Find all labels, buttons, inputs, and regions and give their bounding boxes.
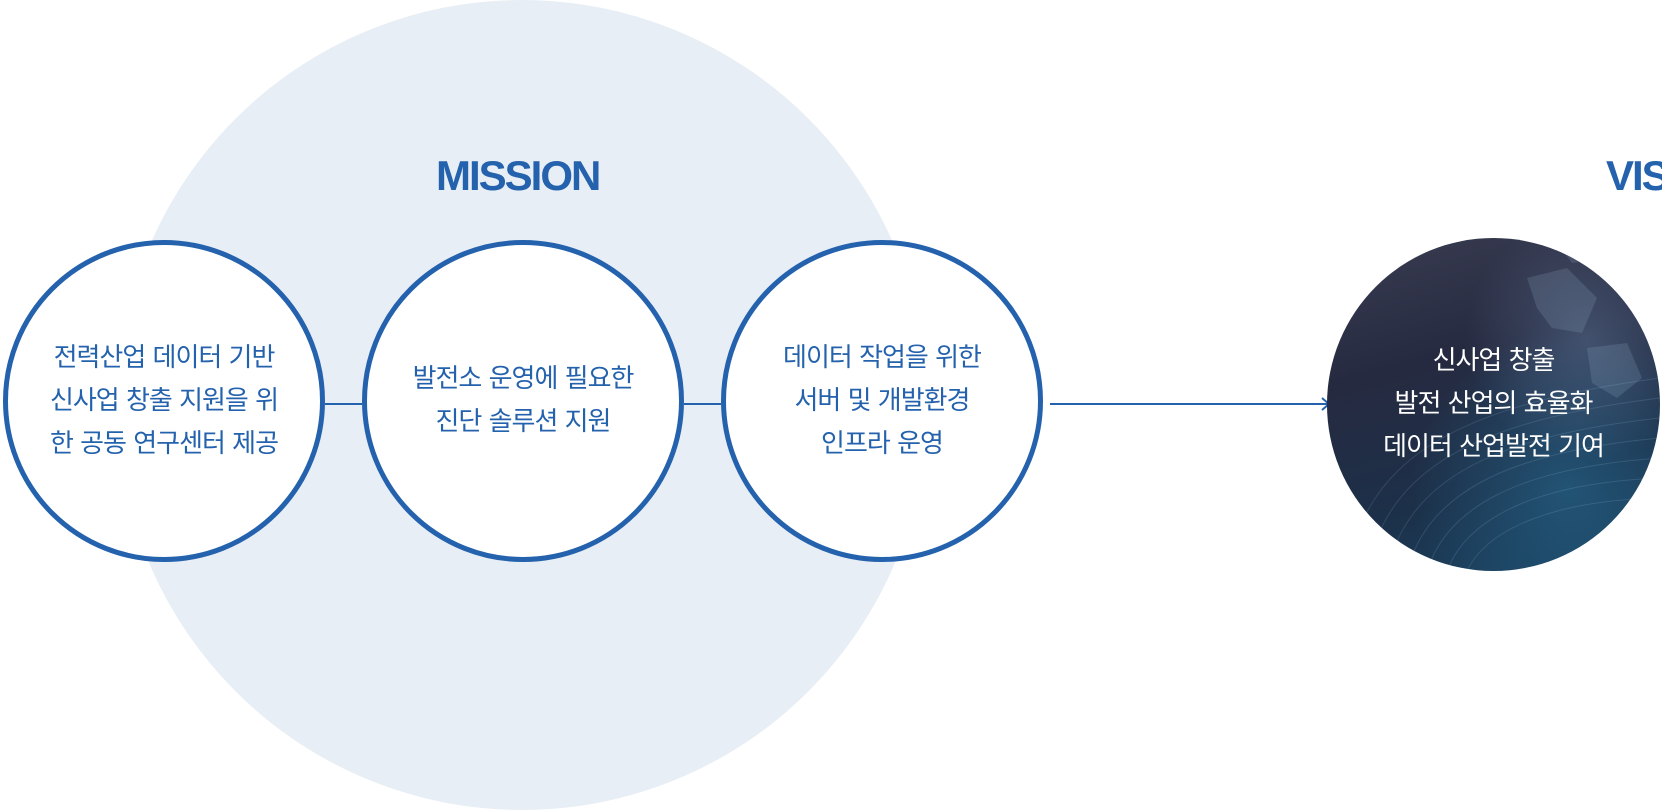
vision-label: 신사업 창출 발전 산업의 효율화 데이터 산업발전 기여 (1383, 346, 1605, 462)
mission-item-label: 전력산업 데이터 기반 신사업 창출 지원을 위 한 공동 연구센터 제공 (49, 342, 279, 459)
arrow-to-vision (1050, 397, 1331, 411)
mission-item-3: 데이터 작업을 위한 서버 및 개발환경 인프라 운영 (721, 240, 1043, 562)
vision-heading: VISION (1606, 152, 1662, 199)
mission-item-label: 발전소 운영에 필요한 진단 솔루션 지원 (412, 364, 635, 437)
globe-texture-icon (1346, 238, 1660, 571)
mission-item-2: 발전소 운영에 필요한 진단 솔루션 지원 (362, 240, 684, 562)
mission-heading: MISSION (436, 152, 601, 199)
vision-circle: 신사업 창출 발전 산업의 효율화 데이터 산업발전 기여 (1327, 238, 1660, 571)
mission-item-1: 전력산업 데이터 기반 신사업 창출 지원을 위 한 공동 연구센터 제공 (3, 240, 325, 562)
connector-line-2-3 (684, 403, 721, 405)
mission-item-label: 데이터 작업을 위한 서버 및 개발환경 인프라 운영 (783, 342, 982, 459)
connector-line-1-2 (325, 403, 362, 405)
